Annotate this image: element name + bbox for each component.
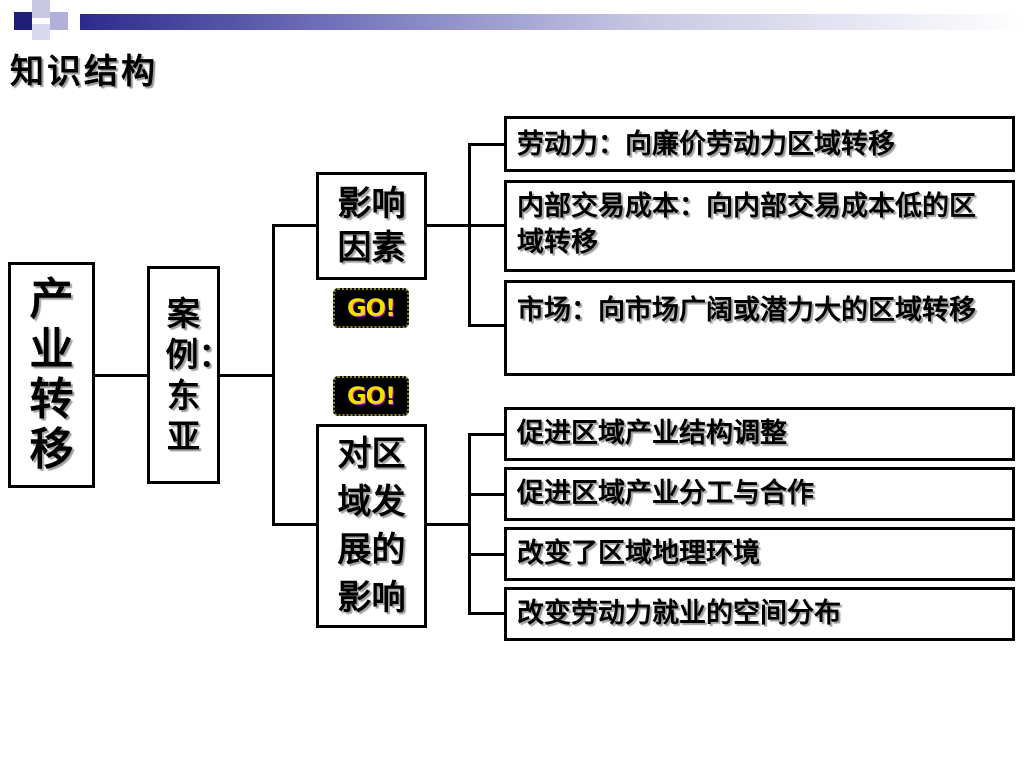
connector-factor-2 [468,224,504,227]
connector-impact-3 [468,553,504,556]
factors-node-label: 影响因素 [337,184,406,268]
decoration-square-light [32,24,50,40]
top-decoration-bar [0,0,1024,40]
go-button-label: GO! [346,382,396,410]
connector-impact-4 [468,612,504,615]
decoration-square-dark [14,12,32,30]
case-node-label: 案例：东亚 [165,294,232,456]
connector-impact-1 [468,433,504,436]
connector-case-branch [219,374,274,377]
go-button-label: GO! [346,294,396,322]
connector-factors-vertical [468,143,471,327]
connector-factor-1 [468,143,504,146]
factor-item-transaction-cost: 内部交易成本：向内部交易成本低的区域转移 [504,180,1015,272]
connector-root-case [94,374,148,377]
decoration-square-light [50,12,68,30]
root-node-label: 产业转移 [29,274,74,475]
page-title: 知识结构 [10,52,158,92]
decoration-gradient-bar [80,14,1024,30]
impact-item-division: 促进区域产业分工与合作 [504,467,1015,521]
connector-factors-out [426,224,470,227]
go-button-2[interactable]: GO! [333,376,409,416]
impact-item-employment: 改变劳动力就业的空间分布 [504,587,1015,641]
root-node: 产业转移 [8,262,95,488]
connector-impacts-vertical [468,433,471,615]
factors-node: 影响因素 [316,172,427,280]
connector-to-impacts [272,523,316,526]
go-button-1[interactable]: GO! [333,288,409,328]
impacts-node-label: 对区域发展的影响 [337,434,406,618]
connector-impact-2 [468,493,504,496]
factor-item-labor: 劳动力：向廉价劳动力区域转移 [504,116,1015,172]
impact-item-structure: 促进区域产业结构调整 [504,407,1015,461]
connector-impacts-out [426,523,470,526]
connector-factor-3 [468,324,504,327]
connector-to-factors [272,224,316,227]
connector-branch-vertical [272,224,275,526]
impacts-node: 对区域发展的影响 [316,424,427,628]
case-node: 案例：东亚 [147,266,232,484]
factor-item-market: 市场：向市场广阔或潜力大的区域转移 [504,280,1015,376]
decoration-square-light [32,0,50,18]
impact-item-environment: 改变了区域地理环境 [504,527,1015,581]
